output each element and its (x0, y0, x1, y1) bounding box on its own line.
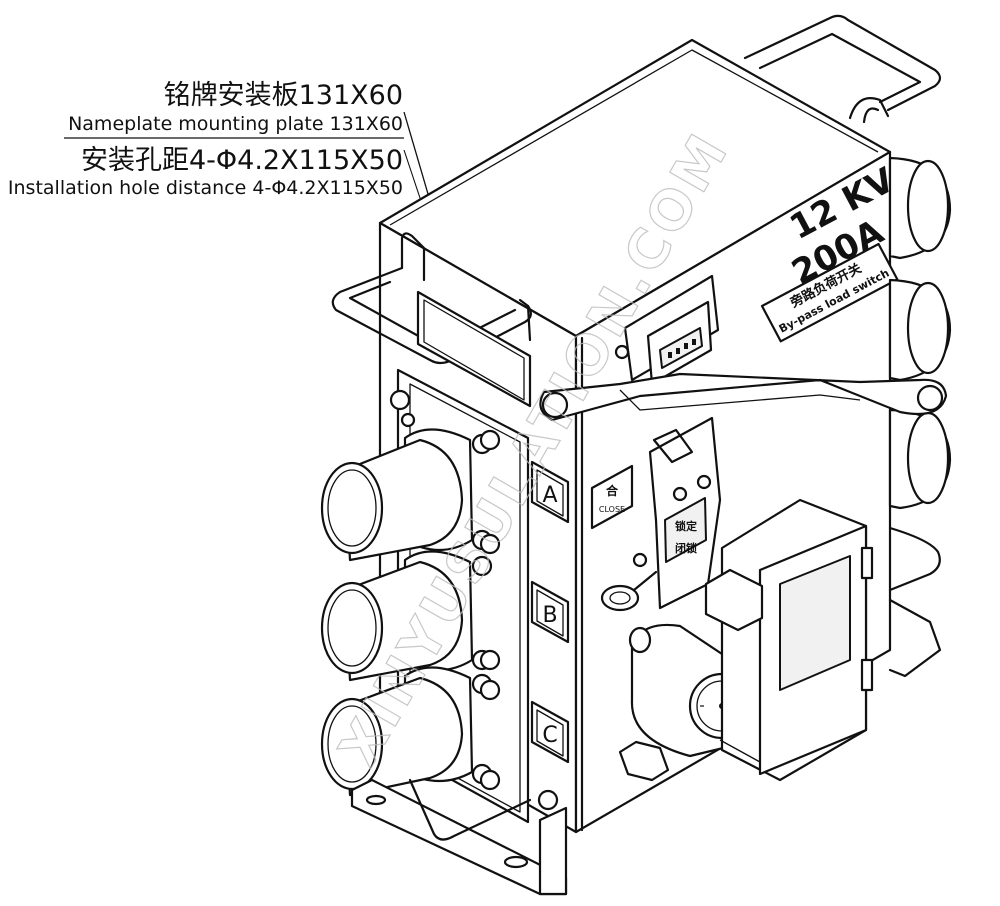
interlock-cn-1: 锁定 (675, 519, 697, 533)
mounting-bracket (350, 778, 568, 896)
control-box (704, 498, 874, 782)
bushing-c (320, 666, 493, 797)
hole-label-cn: 安装孔距4-Φ4.2X115X50 (81, 145, 403, 176)
top-carry-handle (743, 14, 942, 124)
nameplate-label-en: Nameplate mounting plate 131X60 (68, 113, 403, 135)
interlock-cn-2: 闭锁 (675, 541, 697, 555)
phase-c-text: C (542, 723, 557, 748)
nameplate-label-cn: 铭牌安装板131X60 (164, 80, 403, 111)
hex-nut (618, 740, 670, 782)
key-ring (600, 552, 658, 612)
phase-label-c: C (530, 700, 570, 764)
bushing-b (320, 550, 493, 682)
phase-label-b: B (530, 580, 570, 644)
nameplate-mounting-plate (416, 290, 532, 408)
side-handle-right (888, 526, 942, 678)
close-label-en: CLOSE (599, 505, 625, 514)
phase-labels: A B C (530, 460, 570, 764)
operating-lever (539, 372, 948, 422)
phase-label-a: A (530, 460, 570, 524)
close-label-cn: 合 (606, 483, 619, 498)
phase-b-text: B (542, 603, 557, 628)
operation-counter (614, 274, 720, 386)
hole-label-en: Installation hole distance 4-Φ4.2X115X50 (8, 177, 403, 199)
rear-bushings (888, 156, 952, 510)
flange-bolts (389, 389, 559, 811)
interlock-plate: 锁定 闭锁 (648, 416, 722, 610)
phase-a-text: A (542, 483, 557, 508)
